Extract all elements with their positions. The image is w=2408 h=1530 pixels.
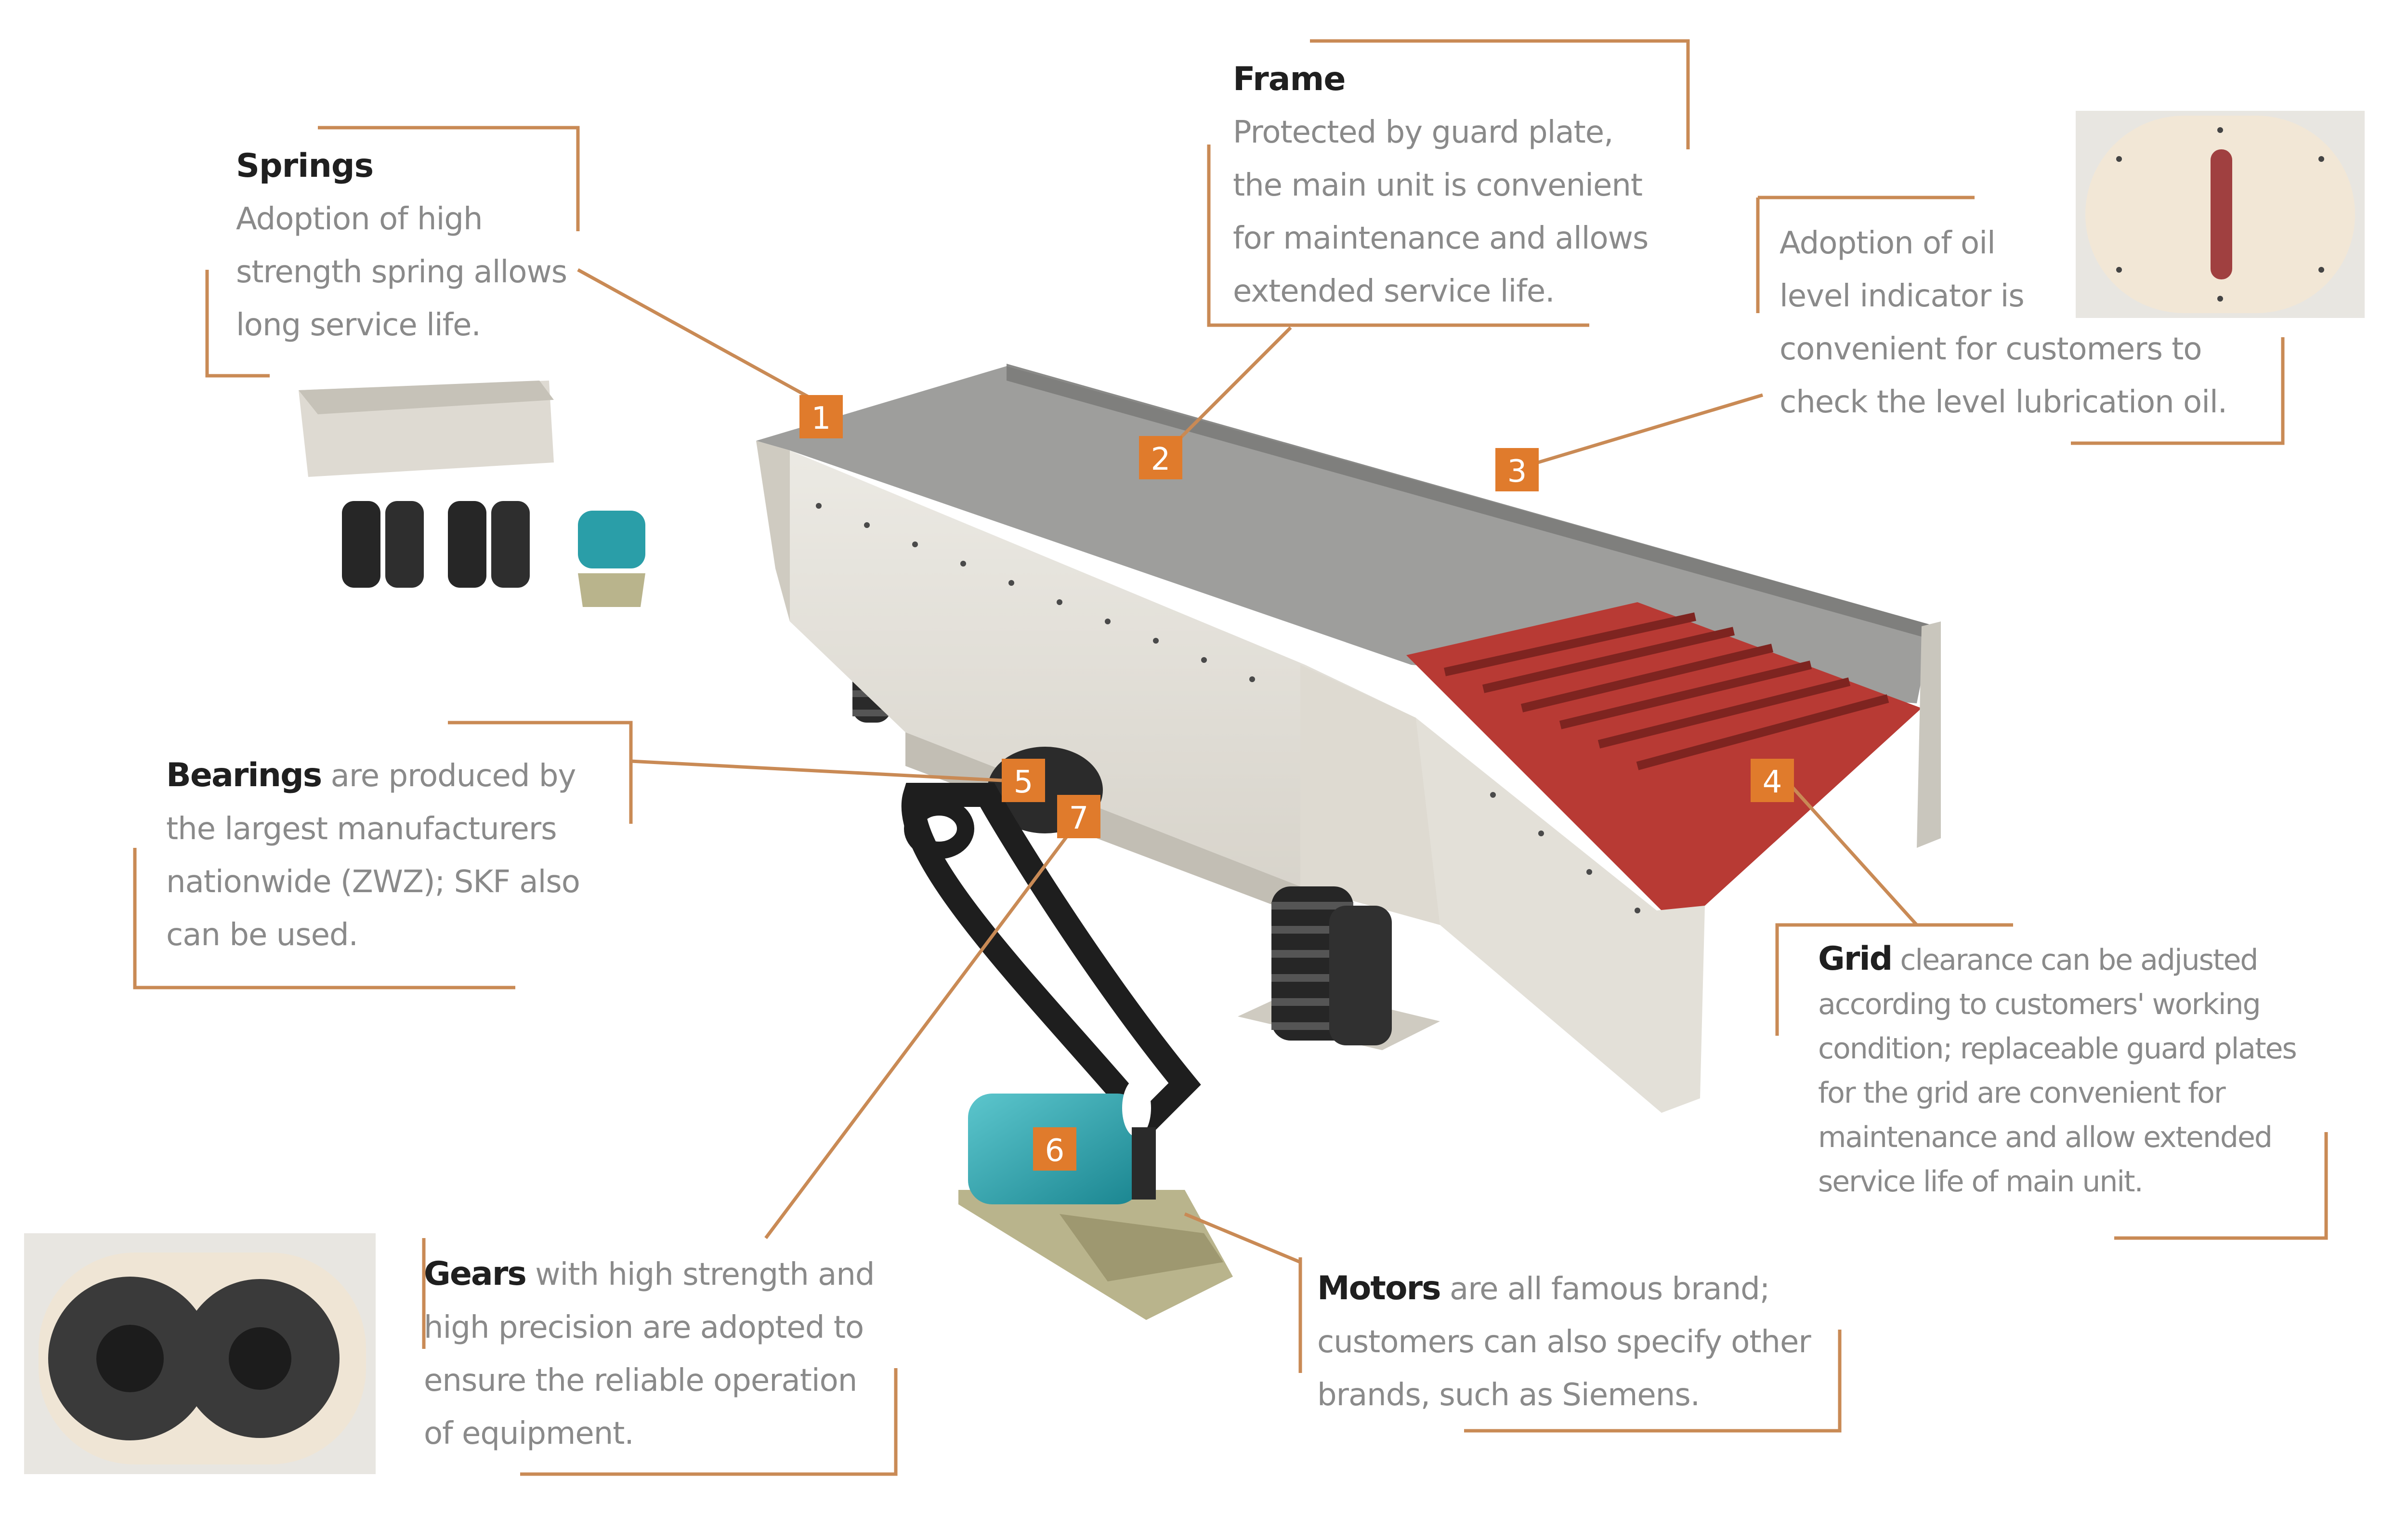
badge-1: 1 (799, 395, 843, 438)
motors-line-1: customers can also specify other (1317, 1324, 1811, 1360)
svg-text:4: 4 (1763, 765, 1782, 800)
callout-springs: Springs Adoption of high strength spring… (236, 140, 583, 352)
callout-oil-indicator: Adoption of oil level indicator is conve… (1780, 217, 2290, 429)
bearings-line-3: can be used. (166, 917, 358, 953)
gears-line-1: high precision are adopted to (424, 1310, 864, 1345)
badge-3: 3 (1495, 448, 1539, 491)
grid-line-1: according to customers' working (1818, 988, 2261, 1021)
grid-line-3: for the grid are convenient for (1818, 1076, 2226, 1110)
frame-line-4: extended service life. (1233, 274, 1555, 309)
gears-line-2: ensure the reliable operation (424, 1363, 857, 1398)
bearings-line-1: the largest manufacturers (166, 811, 557, 847)
spring-front (1238, 886, 1440, 1050)
callout-gears: Gears with high strength and high precis… (424, 1248, 905, 1460)
leader-lines (133, 39, 2328, 1476)
frame-line-2: the main unit is convenient (1233, 168, 1643, 203)
motors-lead: Motors (1317, 1269, 1441, 1307)
bearings-line-0: Bearings are produced by (166, 749, 628, 803)
badge-5: 5 (1002, 759, 1045, 802)
springs-title: Springs (236, 147, 374, 185)
callout-bearings: Bearings are produced by the largest man… (166, 749, 628, 962)
grid-line-2: condition; replaceable guard plates (1818, 1032, 2297, 1066)
callout-frame: Frame Protected by guard plate, the main… (1233, 53, 1666, 318)
springs-thumbnail (299, 381, 645, 607)
gears-thumbnail (24, 1233, 376, 1474)
svg-text:1: 1 (811, 401, 831, 436)
svg-text:6: 6 (1045, 1133, 1065, 1169)
bearings-first-rest: are produced by (321, 758, 576, 794)
badge-6: 6 (1033, 1127, 1076, 1171)
frame-line-3: for maintenance and allows (1233, 221, 1649, 256)
frame-title: Frame (1233, 60, 1346, 98)
grid-lead: Grid (1818, 940, 1893, 978)
svg-text:7: 7 (1069, 801, 1089, 836)
motors-first-rest: are all famous brand; (1440, 1271, 1770, 1307)
bearings-lead: Bearings (166, 756, 322, 794)
oil-indicator-thumbnail (2076, 111, 2365, 318)
oil-line-4: check the level lubrication oil. (1780, 384, 2227, 420)
gears-line-0: Gears with high strength and (424, 1248, 905, 1301)
badge-2: 2 (1139, 436, 1182, 479)
frame-line-1: Protected by guard plate, (1233, 115, 1613, 150)
svg-text:2: 2 (1151, 442, 1171, 477)
grid-line-5: service life of main unit. (1818, 1165, 2144, 1199)
bearings-line-2: nationwide (ZWZ); SKF also (166, 864, 580, 900)
gears-line-3: of equipment. (424, 1416, 634, 1451)
badge-7: 7 (1057, 795, 1100, 838)
springs-line-2: strength spring allows (236, 254, 567, 290)
svg-text:3: 3 (1507, 454, 1527, 489)
springs-line-3: long service life. (236, 307, 481, 343)
grid-line-0: Grid clearance can be adjusted (1818, 937, 2338, 982)
motors-line-2: brands, such as Siemens. (1317, 1377, 1700, 1413)
grid-first-rest: clearance can be adjusted (1892, 943, 2258, 977)
callout-motors: Motors are all famous brand; customers c… (1317, 1262, 1847, 1422)
vibrating-feeder-illustration (756, 364, 1941, 1320)
gears-lead: Gears (424, 1255, 527, 1293)
grid-line-4: maintenance and allow extended (1818, 1121, 2273, 1154)
springs-line-1: Adoption of high (236, 201, 483, 237)
motors-line-0: Motors are all famous brand; (1317, 1262, 1847, 1316)
badge-4: 4 (1751, 759, 1794, 802)
gears-first-rest: with high strength and (525, 1257, 875, 1293)
oil-line-3: convenient for customers to (1780, 331, 2202, 367)
oil-line-1: Adoption of oil (1780, 225, 1996, 261)
callout-grid: Grid clearance can be adjusted according… (1818, 937, 2338, 1204)
svg-text:5: 5 (1014, 765, 1034, 800)
badges: 1 2 3 4 5 6 7 (799, 395, 1794, 1171)
oil-line-2: level indicator is (1780, 278, 2025, 314)
